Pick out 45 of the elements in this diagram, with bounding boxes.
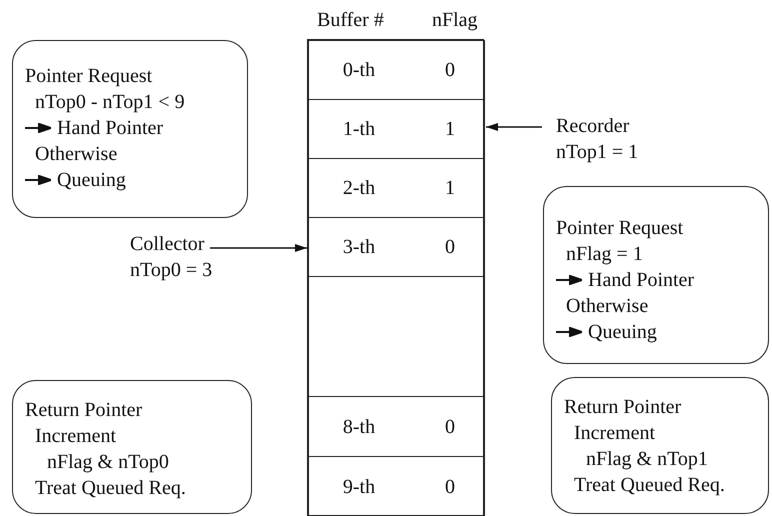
condition-text: nTop0 - nTop1 < 9 <box>34 90 186 115</box>
pointer-arrow <box>210 244 307 252</box>
buffer-row <box>308 40 485 100</box>
flag-value: 1 <box>445 117 455 141</box>
procedure-step: Increment <box>564 420 760 446</box>
flag-value: 1 <box>445 176 455 200</box>
procedure-heading: Return Pointer <box>564 395 682 420</box>
procedure-step: Treat Queued Req. <box>564 472 760 498</box>
condition-text: Otherwise <box>34 142 118 167</box>
buffer-row <box>308 456 485 516</box>
condition-heading: Pointer Request <box>556 216 684 241</box>
column-header: Buffer # <box>317 8 384 32</box>
condition-text: nFlag = 1 <box>565 242 644 267</box>
buffer-row <box>308 396 485 457</box>
flag-value: 0 <box>445 414 455 438</box>
procedure-heading: Return Pointer <box>25 398 144 423</box>
buffer-number: 0-th <box>342 58 376 82</box>
pointer-value: nTop1 = 1 <box>556 140 640 165</box>
pointer-name: Recorder <box>556 114 630 139</box>
buffer-number: 3-th <box>342 235 376 259</box>
buffer-row <box>308 158 485 218</box>
pointer-name: Collector <box>130 232 206 257</box>
flag-value: 0 <box>445 235 455 259</box>
action-text: Queuing <box>57 168 126 193</box>
procedure-step: Treat Queued Req. <box>25 475 243 501</box>
action-text: Hand Pointer <box>588 268 694 293</box>
empty-buffer-row <box>308 276 485 397</box>
buffer-table <box>307 39 484 516</box>
buffer-row <box>308 217 485 277</box>
condition-heading: Pointer Request <box>25 64 154 89</box>
procedure-step: Increment <box>25 423 243 449</box>
condition-text: Otherwise <box>565 294 650 319</box>
buffer-number: 8-th <box>342 414 376 438</box>
flag-value: 0 <box>445 474 455 498</box>
flag-value: 0 <box>445 58 455 82</box>
action-text: Hand Pointer <box>57 116 164 141</box>
buffer-number: 9-th <box>342 474 376 498</box>
buffer-row <box>308 99 485 159</box>
buffer-number: 1-th <box>342 117 376 141</box>
procedure-step: nFlag & nTop0 <box>25 449 243 475</box>
pointer-arrow <box>486 123 542 131</box>
buffer-number: 2-th <box>342 176 376 200</box>
column-header: nFlag <box>432 8 478 32</box>
procedure-step: nFlag & nTop1 <box>564 446 760 472</box>
action-text: Queuing <box>588 320 657 345</box>
